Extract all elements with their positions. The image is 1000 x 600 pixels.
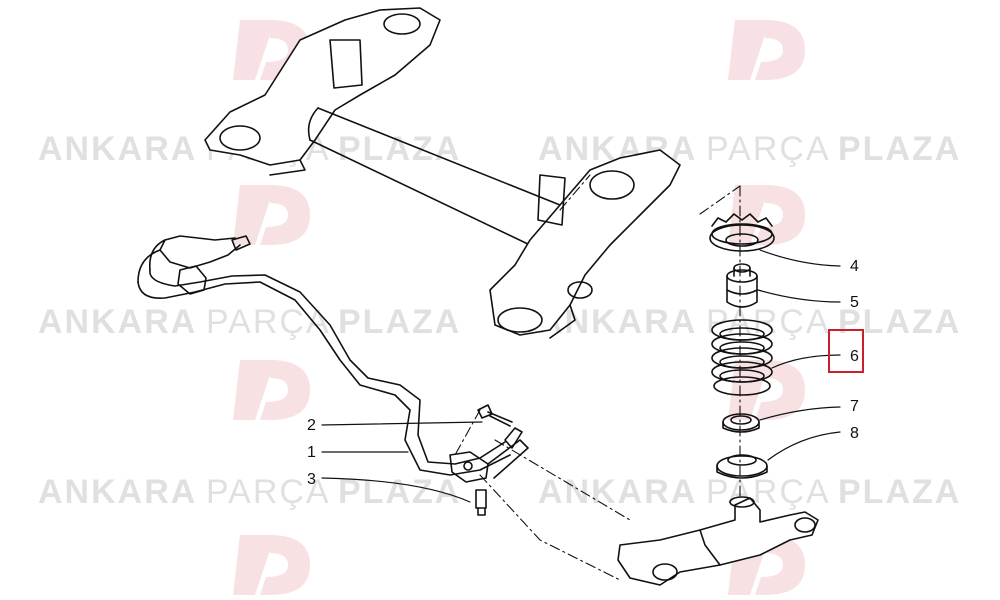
callout-label-5[interactable]: 5: [850, 294, 859, 311]
bolt-part-2: [477, 404, 513, 427]
spring-pad-part-7: [722, 413, 760, 433]
highlight-box-part-6: [828, 329, 864, 373]
watermark-word-ankara: ANKARA: [38, 303, 197, 341]
bolt-part-3: [475, 489, 487, 516]
watermark-word-parca: PARÇA: [706, 473, 831, 511]
watermark-word-ankara: ANKARA: [538, 473, 697, 511]
watermark-word-parca: PARÇA: [206, 303, 331, 341]
callout-label-7[interactable]: 7: [850, 398, 859, 415]
watermark-word-parca: PARÇA: [706, 130, 831, 168]
callout-labels: 4 5 6 7 8 2 1 3: [307, 258, 859, 488]
watermark-word-plaza: PLAZA: [838, 473, 961, 511]
callout-label-8[interactable]: 8: [850, 425, 859, 442]
callout-label-1[interactable]: 1: [307, 444, 316, 461]
watermark-word-ankara: ANKARA: [38, 473, 197, 511]
bump-stop-part-5: [726, 263, 758, 308]
spring-seat-part-8: [716, 454, 768, 479]
watermark-word-plaza: PLAZA: [338, 303, 461, 341]
watermark-word-plaza: PLAZA: [838, 303, 961, 341]
trailing-arm: [617, 496, 819, 586]
stabilizer-bar: [137, 235, 529, 483]
spring-seat-part-4: [709, 213, 775, 252]
callout-label-6[interactable]: 6: [850, 348, 859, 365]
watermark-word-parca: PARÇA: [206, 473, 331, 511]
watermark-word-plaza: PLAZA: [838, 130, 961, 168]
leader-lines: [321, 249, 841, 503]
coil-spring-part-6: [711, 319, 773, 396]
rear-crossmember: [204, 7, 681, 339]
watermark-word-plaza: PLAZA: [338, 130, 461, 168]
assembly-axis-lines: [454, 174, 741, 581]
callout-label-2[interactable]: 2: [307, 417, 316, 434]
watermark-word-ankara: ANKARA: [38, 130, 197, 168]
callout-label-3[interactable]: 3: [307, 471, 316, 488]
callout-label-4[interactable]: 4: [850, 258, 859, 275]
